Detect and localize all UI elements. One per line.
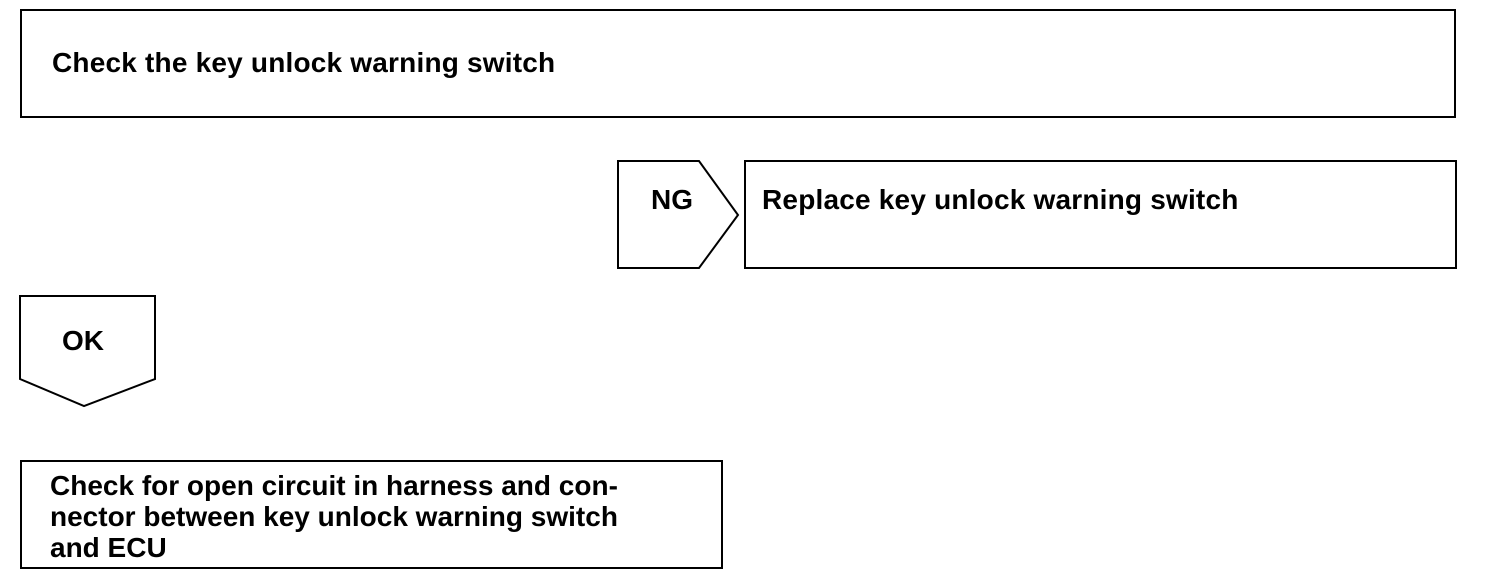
check-harness-box: Check for open circuit in harness and co… — [20, 460, 723, 569]
check-harness-line: nector between key unlock warning switch — [50, 501, 618, 532]
ng-label: NG — [651, 184, 693, 215]
check-harness-line: Check for open circuit in harness and co… — [50, 470, 618, 501]
check-switch-box: Check the key unlock warning switch — [20, 9, 1456, 118]
check-harness-line: and ECU — [50, 532, 167, 563]
check-switch-text: Check the key unlock warning switch — [52, 47, 556, 78]
replace-switch-box: Replace key unlock warning switch — [744, 160, 1457, 269]
ok-tag — [19, 295, 156, 408]
ng-tag — [617, 160, 740, 269]
check-harness-text: Check for open circuit in harness and co… — [50, 470, 693, 563]
replace-switch-text: Replace key unlock warning switch — [762, 184, 1239, 215]
ok-label: OK — [62, 325, 104, 356]
